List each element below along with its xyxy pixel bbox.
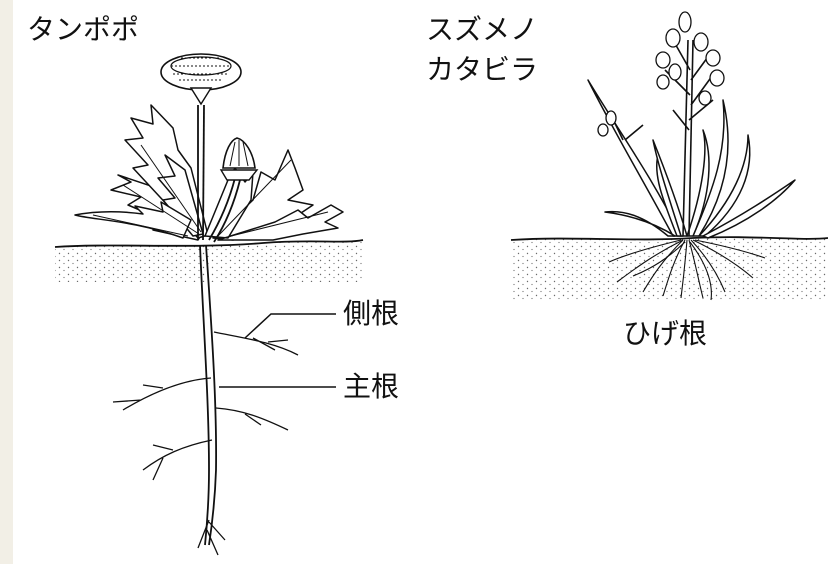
grass-spikelets	[597, 11, 725, 137]
grass-name-line-1: スズメノ	[426, 13, 539, 46]
main-root-label: 主根	[343, 370, 400, 403]
dandelion-name: タンポポ	[27, 13, 140, 46]
lateral-root-label: 側根	[343, 297, 400, 330]
fibrous-root-label: ひげ根	[623, 317, 708, 350]
dandelion-leaves	[74, 104, 344, 241]
grass-name-line-2: カタビラ	[426, 53, 539, 86]
dandelion-soil	[54, 239, 364, 282]
diagram-canvas: タンポポ 側根 主根 スズメノ カタビラ ひげ根	[13, 0, 828, 564]
lateral-root-leader-line	[244, 313, 336, 339]
dandelion-main-root	[199, 244, 218, 546]
grass-fibrous-roots	[608, 239, 766, 301]
dandelion-lateral-roots	[112, 331, 299, 556]
dandelion-label-leaders	[219, 313, 336, 388]
dandelion-flower-bud	[219, 137, 259, 181]
dandelion-flower-stalk	[197, 104, 241, 243]
dandelion-leaf-veins	[92, 144, 329, 239]
plants-illustration	[54, 11, 828, 556]
dandelion-flower-head	[160, 53, 242, 106]
